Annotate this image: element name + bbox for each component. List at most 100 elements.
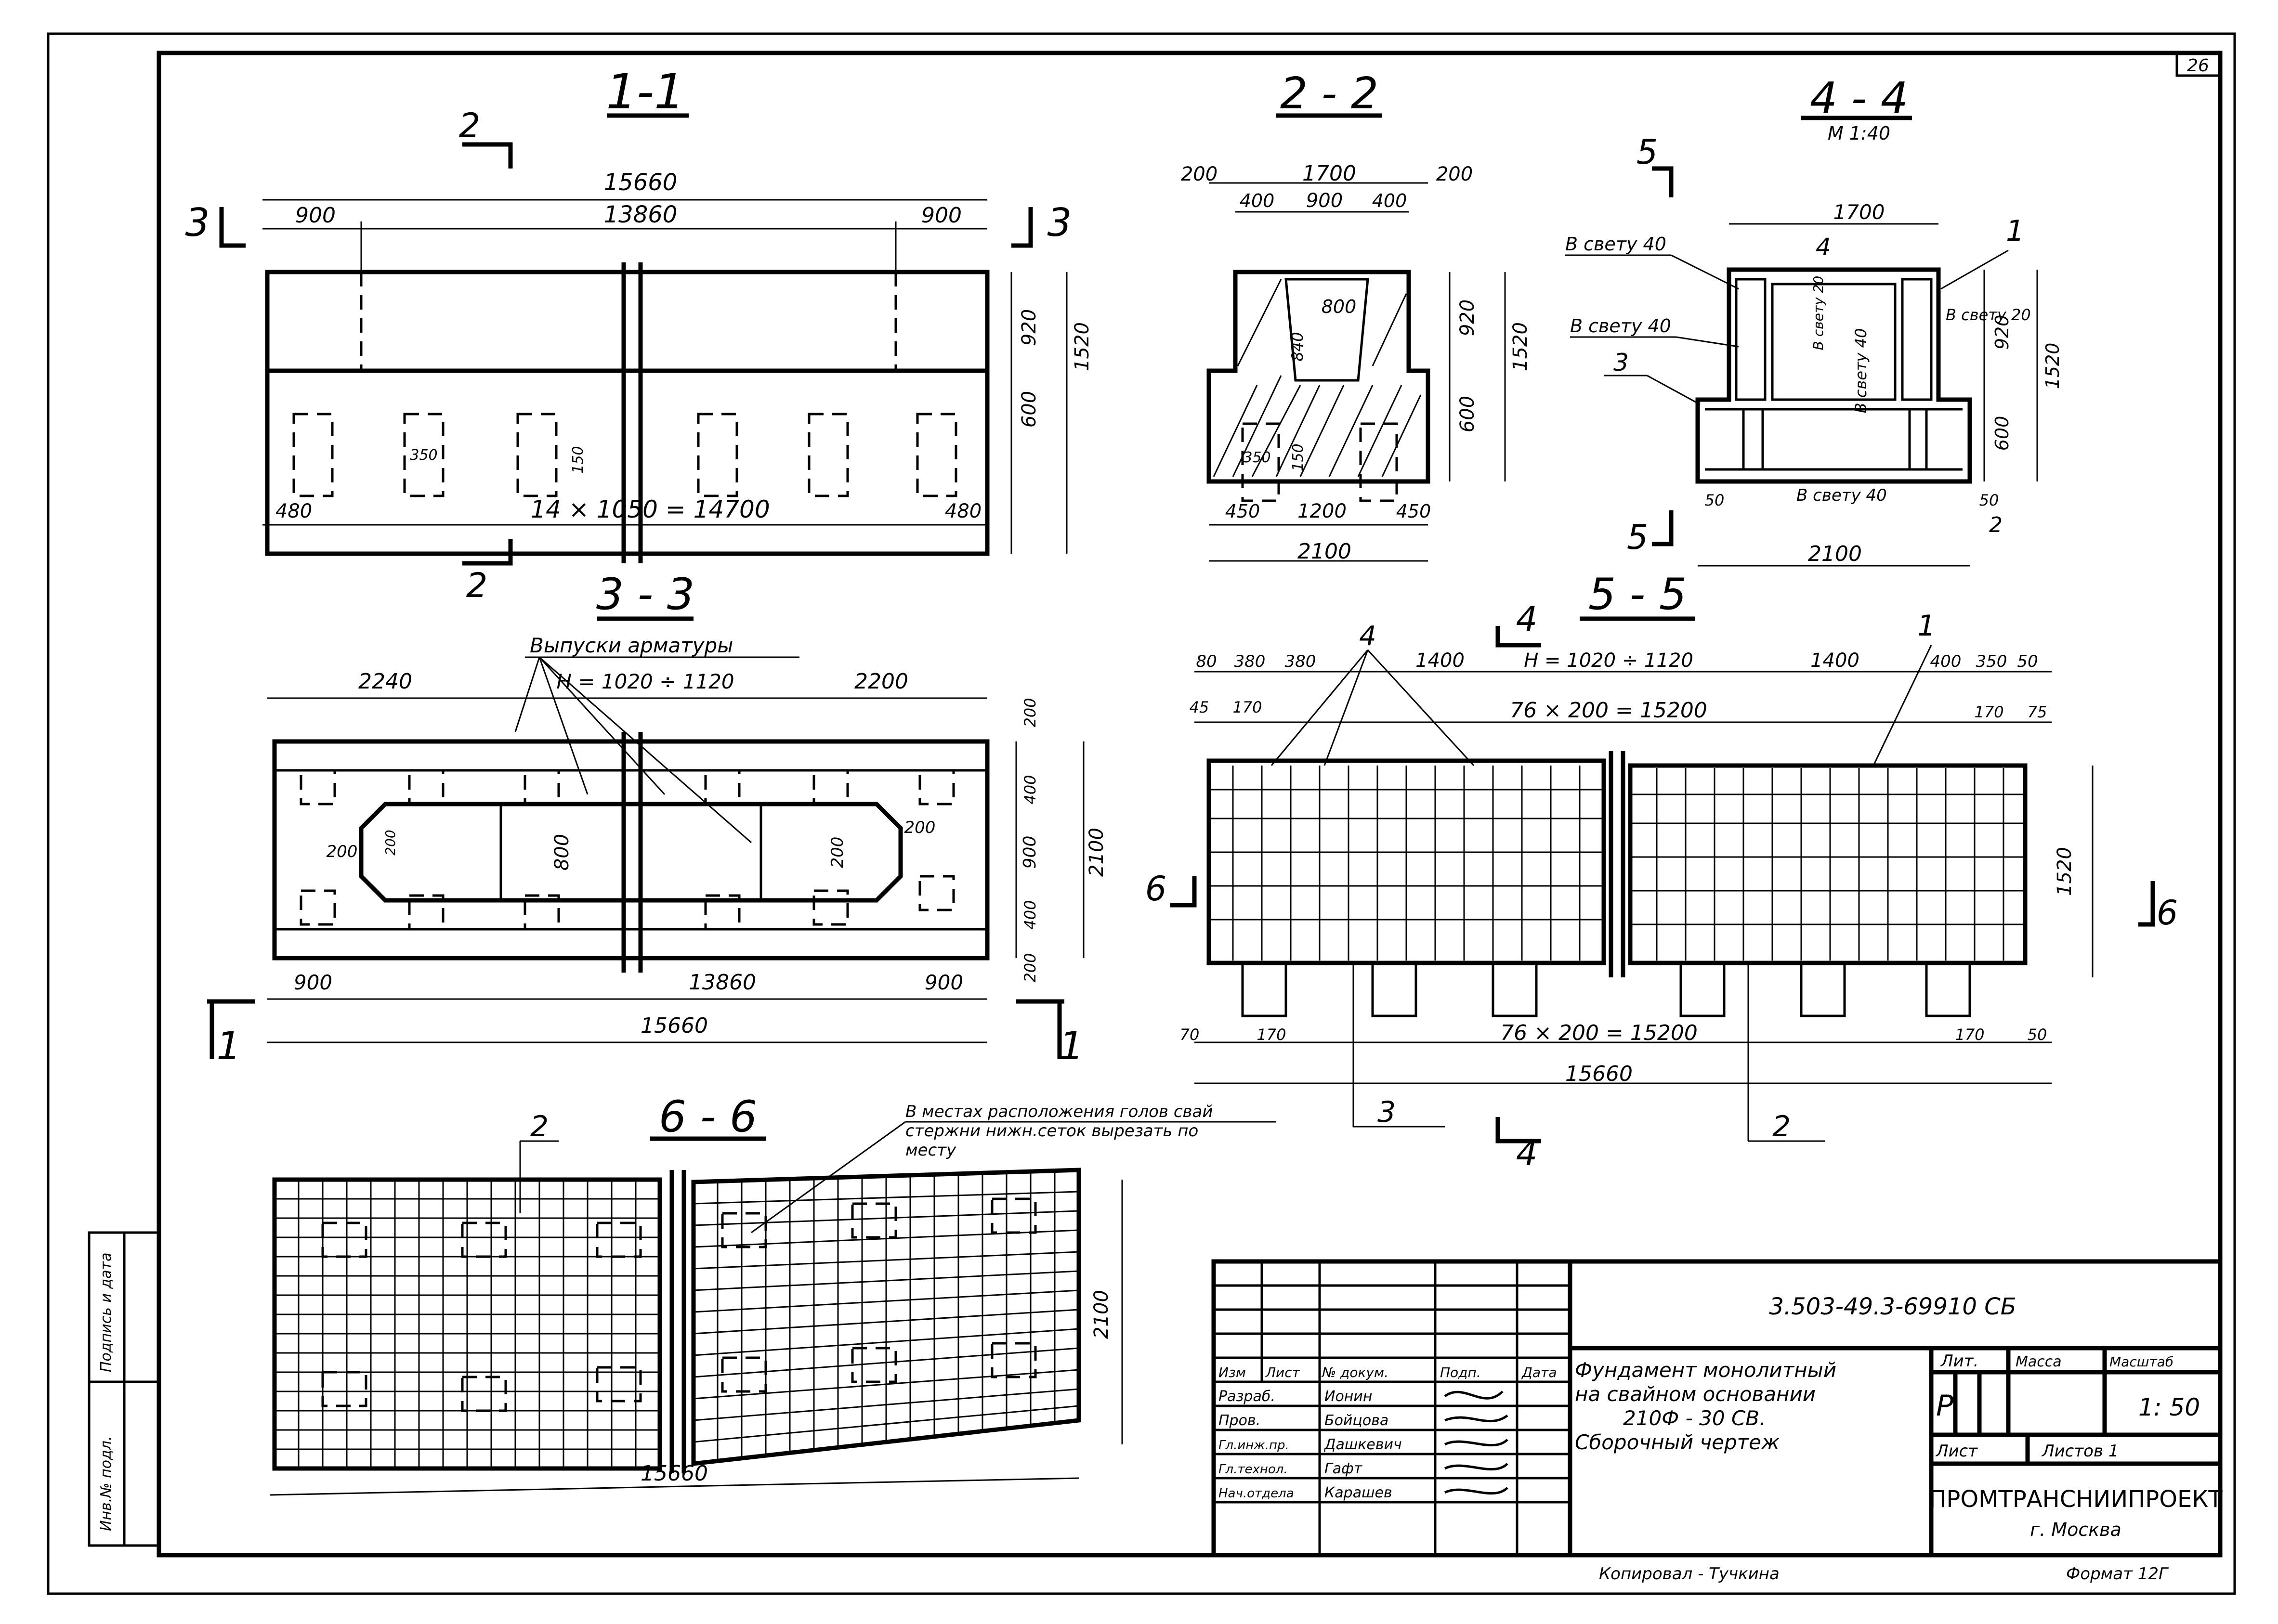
s33-cut-left: 1 [217, 1024, 241, 1068]
s55-pos-3: 3 [1377, 1095, 1396, 1129]
s66-height: 2100 [1090, 1290, 1113, 1339]
s44-pos-4: 4 [1816, 233, 1831, 261]
s44-outline [1695, 267, 1972, 484]
s11-dim-end-left: 480 [275, 500, 312, 522]
s66-pos-2: 2 [530, 1110, 549, 1143]
tb-head-sign: Подп. [1440, 1364, 1481, 1380]
s22-dim-bl: 450 [1225, 501, 1260, 522]
section-6-6-title: 6 - 6 [659, 1091, 757, 1142]
s33-dim-chamfer-l: 200 [327, 842, 358, 861]
s55-pitch-top: 76 × 200 = 15200 [1510, 698, 1707, 723]
tb-sheet-label: Лист [1935, 1442, 1978, 1461]
tb-scale-value: 1: 50 [2138, 1393, 2200, 1421]
tb-org: ПРОМТРАНСНИИПРОЕКТ [1929, 1486, 2223, 1513]
s22-dim-right-off: 200 [1436, 163, 1473, 185]
title-block: Изм Лист № докум. Подп. Дата Разраб. Ион… [1211, 1259, 2223, 1558]
section-1-1: 1-1 15660 900 13860 900 920 1520 600 350… [185, 64, 1093, 605]
section-6-6: 6 - 6 2 В местах расположения голов свай… [269, 1091, 1276, 1496]
s33-dim-chamfer-l2: 200 [382, 830, 398, 855]
s33-note: Выпуски арматуры [530, 634, 733, 657]
tb-title-1: Фундамент монолитный [1575, 1358, 1836, 1382]
side-stamp: Инв.№ подл. Подпись и дата [88, 1231, 160, 1547]
section-1-1-title: 1-1 [606, 64, 684, 120]
s22-dim-bm: 1200 [1297, 500, 1347, 522]
tb-role-2: Гл.инж.пр. [1218, 1438, 1289, 1453]
s44-clear-3: В свету 40 [1852, 328, 1870, 414]
s55-d45: 45 [1190, 698, 1209, 716]
s44-dim-h-bottom: 600 [1991, 416, 2013, 451]
tb-city: г. Москва [2030, 1519, 2121, 1540]
s22-dim-inner-h: 840 [1288, 332, 1307, 361]
s55-d70: 70 [1180, 1026, 1200, 1044]
s66-mesh-right [691, 1168, 1081, 1467]
section-5-5-title: 5 - 5 [1588, 569, 1687, 620]
tb-signatures [1444, 1390, 1508, 1495]
s22-dim-base: 2100 [1297, 539, 1351, 564]
s33-dim-r1: 200 [1021, 698, 1039, 727]
s55-d400: 400 [1930, 652, 1962, 671]
tb-title-2: на свайном основании [1575, 1382, 1816, 1406]
s55-d380a: 380 [1234, 652, 1266, 671]
s66-note-line1: В местах расположения голов свай [905, 1102, 1213, 1121]
section-2-2: 2 - 2 200 1700 200 400 900 400 800 840 9… [1181, 68, 1532, 564]
s44-clear-4: В свету 20 [1810, 276, 1826, 351]
tb-title-4: Сборочный чертеж [1575, 1430, 1780, 1454]
s22-dim-a: 400 [1240, 190, 1275, 211]
s55-d80: 80 [1196, 652, 1217, 671]
tb-role-1: Пров. [1218, 1412, 1260, 1429]
s66-total: 15660 [641, 1461, 708, 1486]
tb-lit-value: Р [1936, 1389, 1954, 1423]
s33-dim-chamfer-r2: 200 [904, 818, 936, 837]
s55-pos-2: 2 [1772, 1110, 1791, 1143]
s44-clear-1: В свету 40 [1565, 234, 1666, 255]
s44-clear-2: В свету 40 [1570, 315, 1671, 337]
s11-cut-bottom: 2 [466, 566, 488, 605]
tb-role-4: Нач.отдела [1218, 1486, 1294, 1501]
s33-dim-b-left: 900 [294, 971, 332, 994]
s66-note-line2: стержни нижн.сеток вырезать по [905, 1121, 1198, 1141]
s33-dim-chamfer-r: 200 [828, 837, 847, 868]
s44-dim-base: 2100 [1808, 542, 1862, 566]
s55-cut-right: 6 [2157, 893, 2178, 933]
s22-dim-pile-h: 150 [1290, 443, 1307, 471]
s55-d170a: 170 [1232, 698, 1262, 716]
s11-dim-h-total: 1520 [1071, 322, 1093, 371]
s55-height: 1520 [2054, 847, 2076, 896]
sheet-number: 26 [2187, 56, 2209, 76]
s55-d1400b: 1400 [1810, 650, 1859, 672]
s11-body-top [265, 270, 990, 373]
s22-dim-br: 450 [1396, 501, 1431, 522]
s55-pos-1: 1 [1917, 609, 1936, 643]
s22-dim-c: 400 [1372, 190, 1407, 211]
s44-pos-3: 3 [1613, 349, 1629, 377]
s11-dim-pile-h: 150 [570, 446, 587, 473]
s55-d170c: 170 [1257, 1026, 1286, 1044]
s11-body-bottom [265, 368, 990, 556]
s44-dim-h-top: 920 [1991, 315, 2013, 350]
outer-frame [47, 32, 2236, 1595]
s33-dim-b-right: 900 [925, 971, 963, 994]
s44-clear-5: В свету 20 [1946, 306, 2031, 324]
s33-dim-total: 15660 [641, 1013, 708, 1038]
s22-dim-b: 900 [1306, 190, 1343, 212]
section-4-4: 4 - 4 М 1:40 1700 920 1520 600 50 50 210… [1565, 73, 2063, 567]
s11-dim-left: 900 [295, 203, 336, 228]
s22-dim-pile-w: 350 [1243, 449, 1270, 466]
s33-dim-b-mid: 13860 [689, 970, 756, 995]
tb-title-3: 210Ф - 30 СВ. [1623, 1406, 1766, 1430]
s33-dim-r2: 400 [1021, 775, 1039, 804]
s44-clear-bottom: В свету 40 [1796, 486, 1887, 505]
s11-dim-right: 900 [921, 203, 962, 228]
s55-d1400a: 1400 [1415, 650, 1465, 672]
section-5-5: 5 - 5 [1145, 569, 2178, 1173]
side-stamp-c2: Подпись и дата [98, 1253, 115, 1373]
s33-dim-right: 2200 [854, 669, 908, 694]
s11-dim-total: 15660 [604, 169, 678, 196]
tb-head-list: Лист [1265, 1364, 1300, 1380]
section-4-4-scale: М 1:40 [1828, 123, 1890, 144]
s22-dim-top: 1700 [1302, 161, 1356, 186]
s33-dim-r3: 900 [1020, 836, 1040, 869]
s55-total: 15660 [1565, 1062, 1633, 1086]
s55-d350: 350 [1976, 652, 2007, 671]
tb-lit-label: Лит. [1940, 1351, 1978, 1371]
